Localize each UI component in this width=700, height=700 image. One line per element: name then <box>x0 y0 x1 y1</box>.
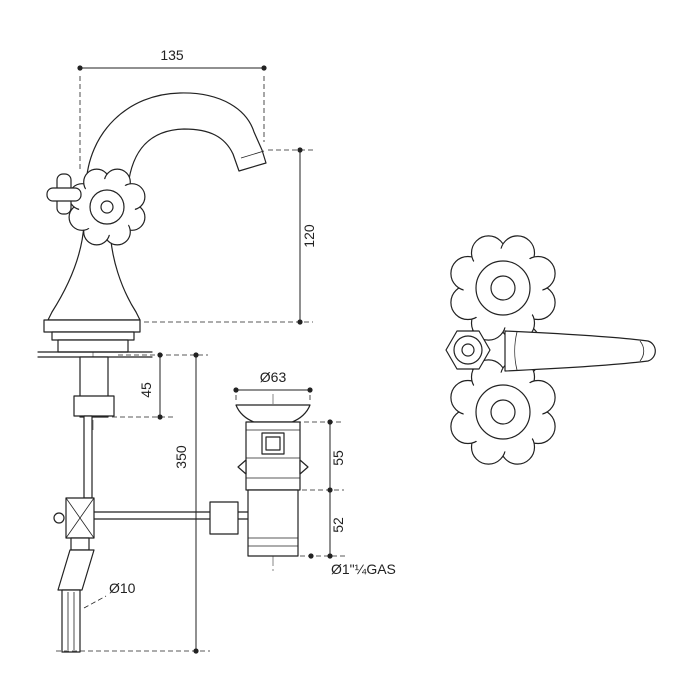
dim-label-350: 350 <box>173 445 189 469</box>
waste-flange <box>235 404 311 423</box>
pop-up-rod <box>83 415 93 499</box>
top-view <box>445 235 656 465</box>
dim-label-63: Ø63 <box>260 369 287 385</box>
dim-label-55: 55 <box>330 450 346 466</box>
rod-adjuster-nut <box>209 501 239 535</box>
dim-supply-length: 350 <box>56 352 210 654</box>
dim-label-gas-thread: Ø1"¼GAS <box>331 561 396 577</box>
spout-lever-top <box>504 330 656 372</box>
handle-knob-top <box>450 235 556 341</box>
aerator-line <box>240 150 265 159</box>
flex-hose <box>61 589 81 653</box>
waste-lower-body <box>247 489 299 557</box>
dim-label-120: 120 <box>301 224 317 248</box>
spout <box>85 92 267 187</box>
base-plates <box>37 319 153 358</box>
waste-upper-body <box>245 421 301 491</box>
dimension-annotations: 135 120 45 350 <box>56 47 396 654</box>
mounting-nut <box>73 395 115 417</box>
dim-waste-lower-height: 52 <box>300 490 346 559</box>
dim-label-45: 45 <box>138 382 154 398</box>
dim-spout-height: 120 <box>144 147 317 325</box>
dim-waste-flange-diameter: Ø63 <box>233 369 313 403</box>
dim-label-52: 52 <box>330 517 346 533</box>
pop-up-waste <box>209 404 311 557</box>
dim-waste-upper-height: 55 <box>296 419 346 493</box>
handle-knob-side <box>68 168 146 246</box>
hex-nut-top-view <box>445 330 491 370</box>
flex-hose-elbow <box>57 549 95 591</box>
dim-shank-length: 45 <box>112 352 208 420</box>
side-view <box>37 92 311 653</box>
dim-rod-diameter: Ø10 <box>83 580 136 609</box>
handle-lever-side <box>46 173 82 215</box>
handle-knob-bottom <box>450 359 556 465</box>
rod-clamp <box>53 497 95 551</box>
dim-label-10: Ø10 <box>109 580 136 596</box>
dim-label-135: 135 <box>160 47 184 63</box>
dim-spout-reach: 135 <box>77 47 267 172</box>
label-waste-thread: Ø1"¼GAS <box>308 553 396 577</box>
